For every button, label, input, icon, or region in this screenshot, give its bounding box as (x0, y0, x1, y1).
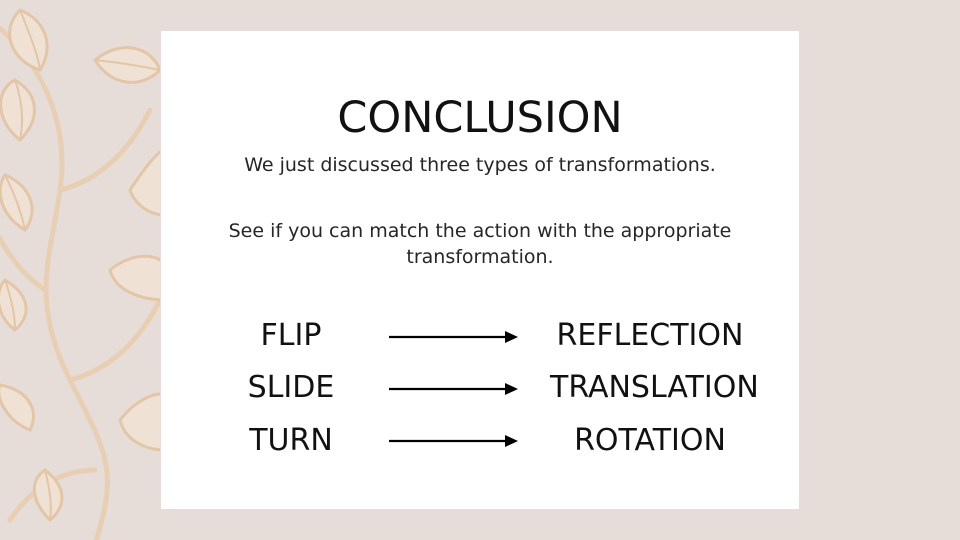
slide-card: CONCLUSION We just discussed three types… (161, 31, 799, 509)
transformation-reflection: REFLECTION (556, 318, 744, 353)
arrow-right-icon (389, 331, 518, 343)
intro-text: We just discussed three types of transfo… (244, 154, 716, 176)
action-flip: FLIP (260, 318, 322, 353)
action-turn: TURN (249, 423, 333, 458)
transformation-translation: TRANSLATION (550, 370, 759, 405)
arrow-right-icon (389, 383, 518, 395)
transformation-rotation: ROTATION (574, 423, 726, 458)
leaf-vine-decoration (0, 8, 160, 540)
action-slide: SLIDE (247, 370, 335, 405)
arrow-right-icon (389, 435, 518, 447)
instruction-text: See if you can match the action with the… (228, 220, 732, 268)
slide-title: CONCLUSION (337, 93, 623, 143)
